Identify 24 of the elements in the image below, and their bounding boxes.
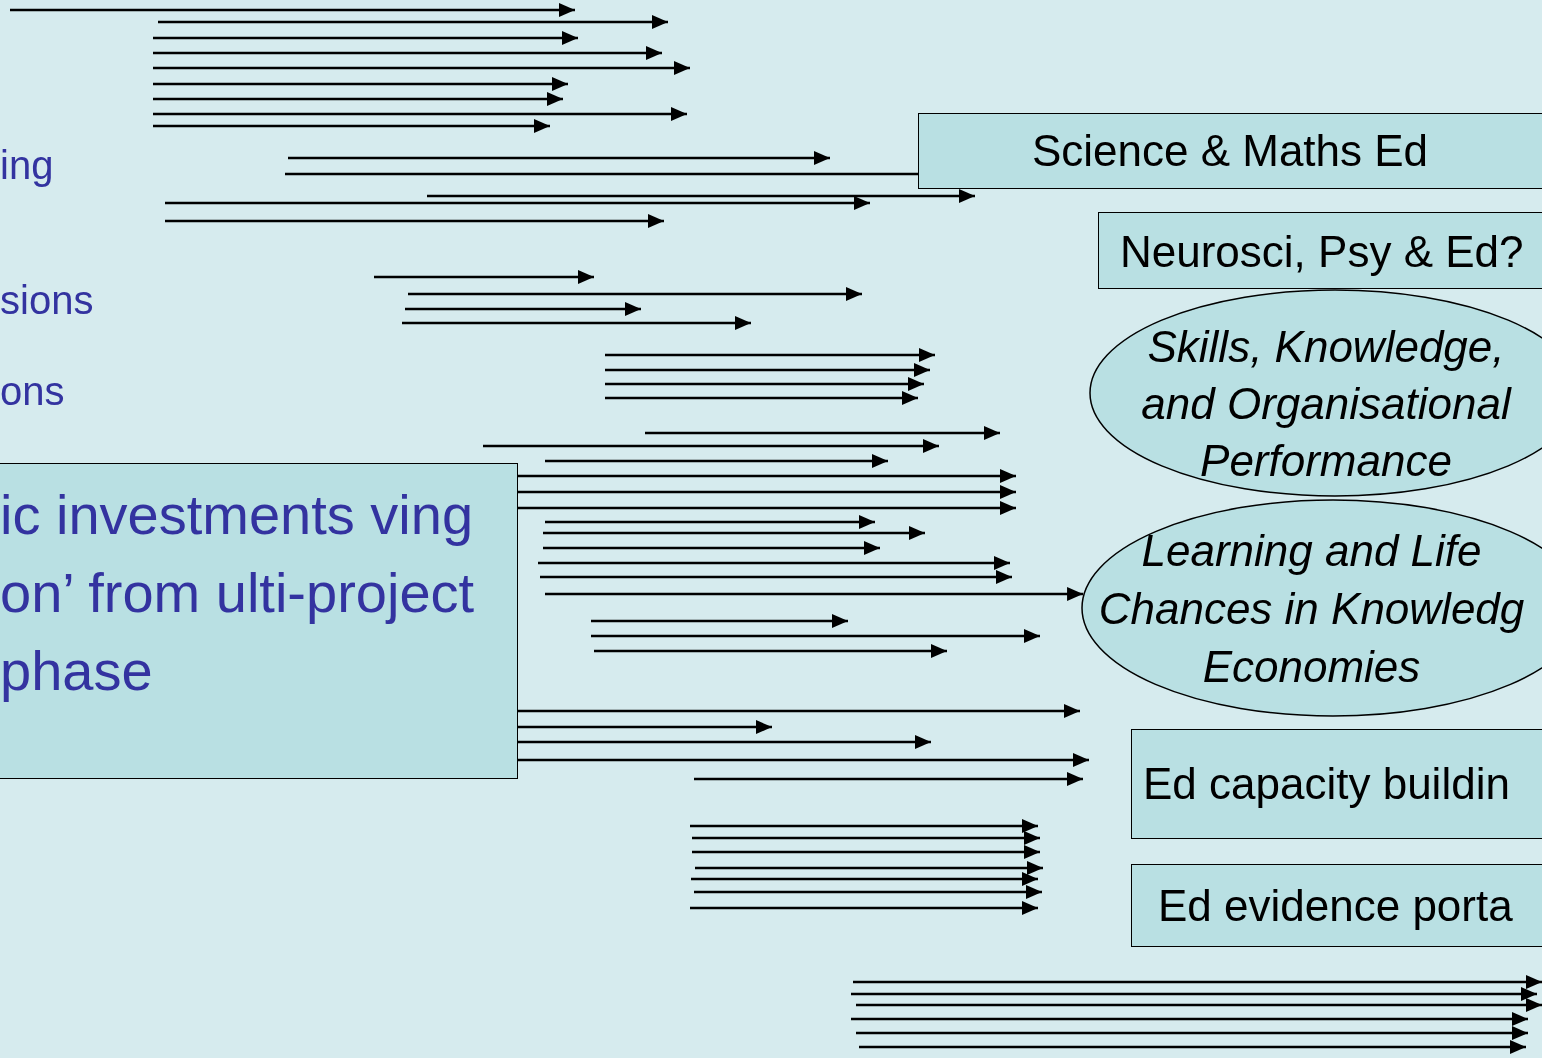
arrow <box>518 720 772 734</box>
text-fragment: ing <box>0 143 54 188</box>
arrow <box>545 587 1084 601</box>
box-label: ic investments ving on’ from ulti-project phase <box>0 483 475 702</box>
text-fragment: sions <box>0 278 94 323</box>
arrow <box>518 485 1016 499</box>
box-label: Ed evidence porta <box>1158 881 1513 930</box>
ellipse-label: Learning and Life Chances in Knowledg Economies <box>1098 526 1525 691</box>
connector-line <box>285 172 918 176</box>
text-fragment: ons <box>0 369 65 414</box>
arrow <box>518 704 1080 718</box>
box-label: Ed capacity buildin <box>1143 759 1510 808</box>
arrow <box>518 735 931 749</box>
process-box <box>1098 212 1542 289</box>
process-box <box>1131 729 1542 839</box>
box-label: Science & Maths Ed <box>1031 126 1429 175</box>
process-box <box>0 463 518 779</box>
process-box <box>1131 864 1542 947</box>
arrow <box>518 501 1016 515</box>
arrow <box>518 753 1089 767</box>
box-label: Neurosci, Psy & Ed? <box>1120 227 1524 276</box>
ellipse-label: Skills, Knowledge, and Organisational Performance <box>1141 322 1511 485</box>
process-box <box>918 113 1542 189</box>
arrow <box>518 469 1016 483</box>
